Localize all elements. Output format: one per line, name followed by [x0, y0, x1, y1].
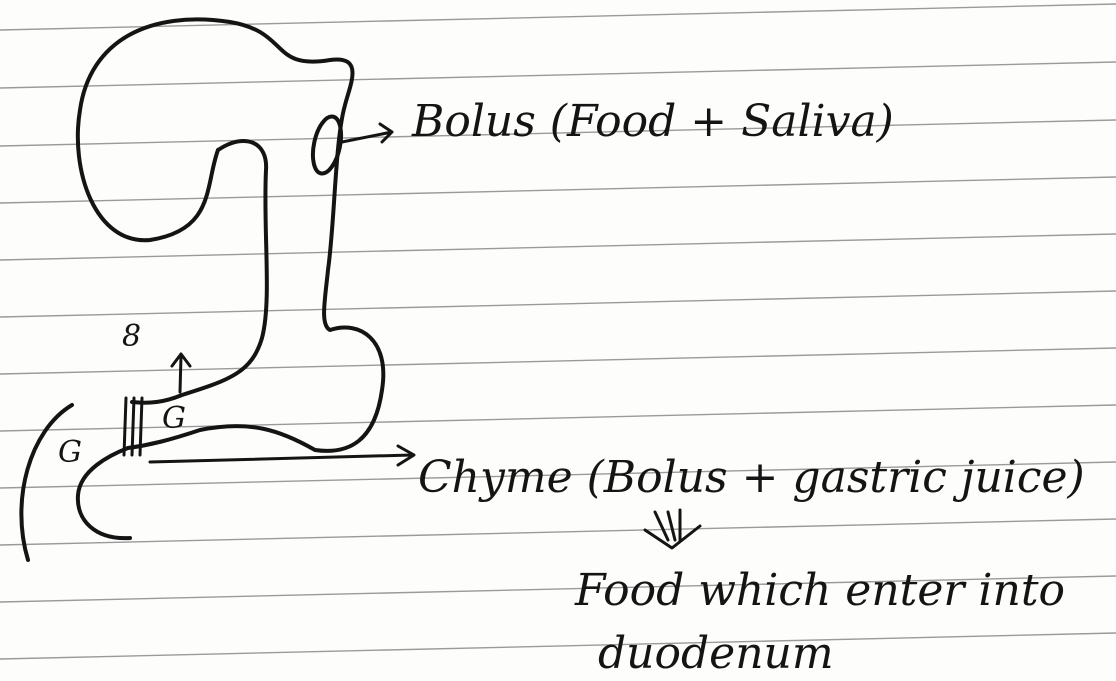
- chyme-label: Chyme (Bolus + gastric juice): [418, 452, 1085, 503]
- mark-right-g: G: [162, 401, 186, 436]
- bolus-arrow: [342, 124, 392, 142]
- oesophagus-inner-wall: [132, 141, 267, 403]
- down-arrow-marks: [645, 510, 700, 548]
- mouth-outline: [78, 19, 383, 450]
- intestine-tube: [78, 448, 130, 538]
- bolus-oval: [308, 114, 345, 176]
- up-arrow: [172, 354, 190, 392]
- mark-left-g: G: [58, 435, 82, 470]
- chyme-arrow: [150, 446, 414, 465]
- result-line-1: Food which enter into: [574, 565, 1065, 616]
- result-line-2: duodenum: [598, 628, 834, 679]
- intestine-lower-wall: [21, 405, 72, 560]
- mark-top: 8: [122, 319, 141, 354]
- bolus-label: Bolus (Food + Saliva): [411, 96, 894, 147]
